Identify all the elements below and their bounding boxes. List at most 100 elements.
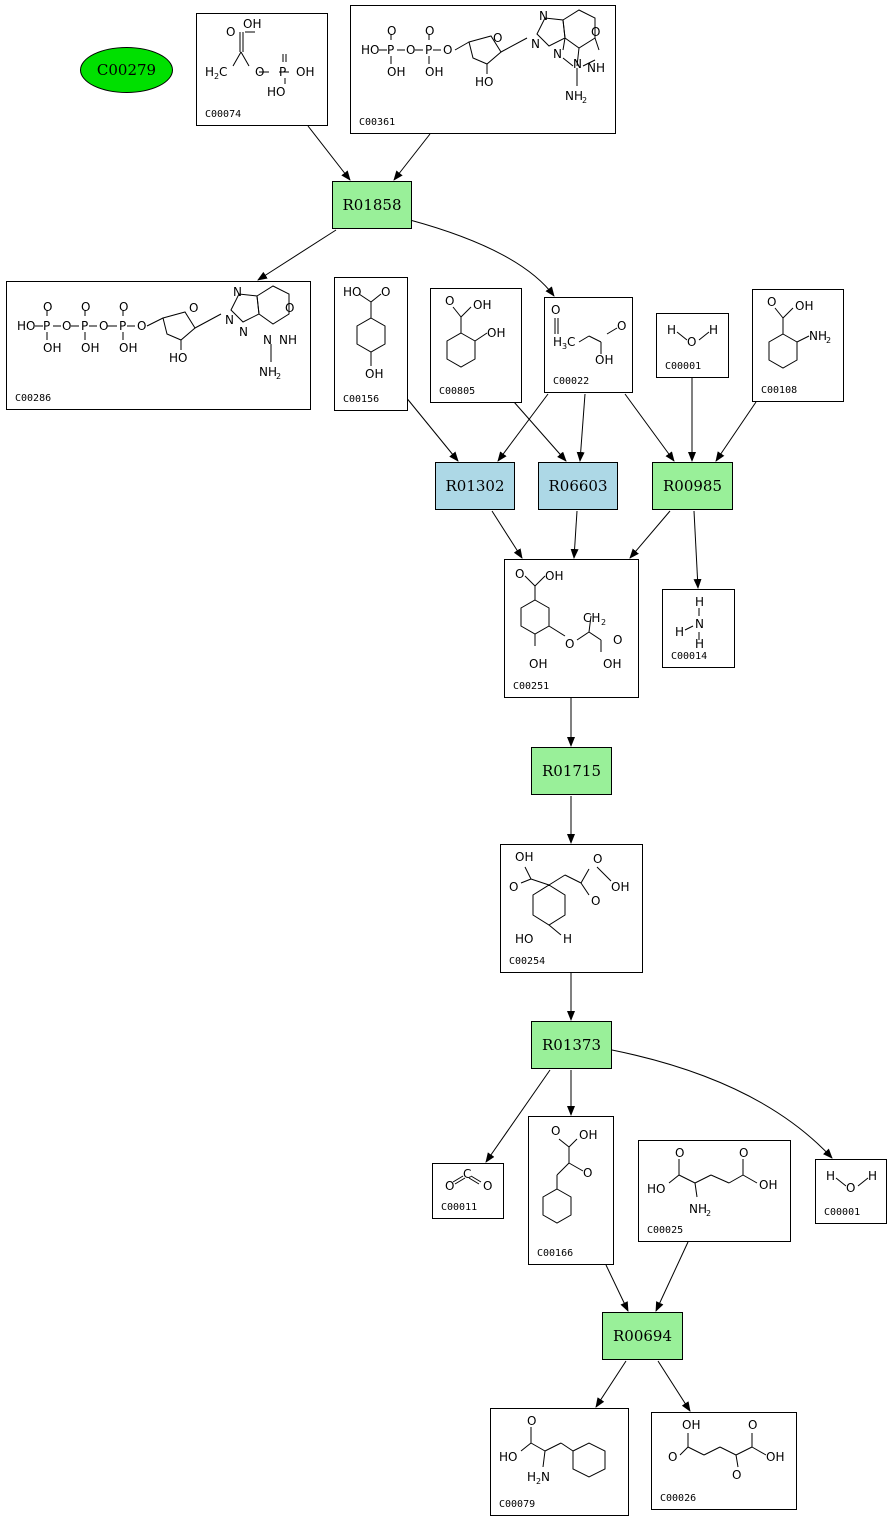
- compound-id: C00361: [359, 117, 396, 128]
- edge-c00022-r06603: [576, 393, 586, 462]
- atom-label: N: [553, 47, 562, 61]
- atom-label: H: [667, 323, 676, 337]
- edge-r00694-c00026: [657, 1360, 691, 1412]
- atom-label: C: [463, 1167, 471, 1181]
- reaction-label: R01858: [342, 196, 402, 214]
- atom-label: OH: [119, 341, 137, 355]
- atom-label: OH: [595, 353, 613, 367]
- atom-label: N: [239, 325, 248, 339]
- atom-label: 2: [536, 1477, 541, 1486]
- atom-label: NH: [587, 61, 605, 75]
- reaction-r01715[interactable]: R01715: [531, 747, 612, 795]
- atom-label: HO: [169, 351, 187, 365]
- structure-c00361: HO P O O OH P O O OH O N N O NH N N NH 2…: [361, 9, 605, 105]
- start-node-ellipse[interactable]: C00279: [80, 47, 173, 93]
- atom-label: OH: [387, 65, 405, 79]
- atom-label: O: [565, 637, 574, 651]
- atom-label: OH: [243, 17, 261, 31]
- atom-label: HO: [343, 285, 361, 299]
- atom-label: O: [613, 633, 622, 647]
- atom-label: O: [846, 1181, 855, 1195]
- reaction-r00694[interactable]: R00694: [602, 1312, 683, 1360]
- compound-c00805[interactable]: O OH OH C00805: [430, 288, 522, 403]
- compound-c00108[interactable]: O OH NH 2 C00108: [752, 289, 844, 402]
- structure-c00014: H H N H: [675, 595, 704, 651]
- reaction-r06603[interactable]: R06603: [538, 462, 618, 510]
- edge-c00074-r01858: [307, 125, 351, 181]
- atom-label: N: [225, 313, 234, 327]
- atom-label: O: [443, 43, 452, 57]
- reaction-r00985[interactable]: R00985: [652, 462, 733, 510]
- atom-label: OH: [603, 657, 621, 671]
- reaction-r01373[interactable]: R01373: [531, 1021, 612, 1069]
- atom-label: P: [119, 319, 126, 333]
- compound-c00011[interactable]: O C O C00011: [432, 1163, 504, 1219]
- compound-c00286[interactable]: HO P O O OH P O O OH P O O OH O N N O NH…: [6, 281, 311, 410]
- structure-c00022: O H 3 C O OH: [551, 303, 626, 367]
- compound-c00251[interactable]: O OH CH 2 O O OH OH C00251: [504, 559, 639, 698]
- compound-id: C00166: [537, 1248, 574, 1259]
- atom-label: H: [675, 625, 684, 639]
- compound-c00014[interactable]: H H N H C00014: [662, 589, 735, 668]
- atom-label: O: [675, 1146, 684, 1160]
- atom-label: OH: [545, 569, 563, 583]
- structure-c00286: HO P O O OH P O O OH P O O OH O N N O NH…: [17, 285, 297, 381]
- compound-c00001-top[interactable]: H O H C00001: [656, 313, 729, 378]
- structure-c00251: O OH CH 2 O O OH OH: [515, 567, 622, 671]
- compound-c00166[interactable]: O OH O C00166: [528, 1116, 614, 1265]
- compound-c00361[interactable]: HO P O O OH P O O OH O N N O NH N N NH 2…: [350, 5, 616, 134]
- edge-c00022-r00985: [624, 393, 675, 462]
- atom-label: OH: [611, 880, 629, 894]
- atom-label: O: [583, 1166, 592, 1180]
- atom-label: P: [279, 65, 286, 79]
- atom-label: N: [539, 9, 548, 23]
- atom-label: O: [617, 319, 626, 333]
- compound-id: C00074: [205, 109, 242, 120]
- reaction-r01858[interactable]: R01858: [332, 181, 412, 229]
- atom-label: O: [119, 300, 128, 314]
- atom-label: H: [826, 1169, 835, 1183]
- structure-c00805: O OH OH: [445, 294, 505, 368]
- atom-label: O: [99, 319, 108, 333]
- atom-label: O: [255, 65, 264, 79]
- atom-label: O: [137, 319, 146, 333]
- atom-label: H: [553, 335, 562, 349]
- structure-c00025: O O HO OH NH 2: [647, 1146, 777, 1218]
- atom-label: HO: [17, 319, 35, 333]
- edge-r01373-c00001: [611, 1049, 833, 1159]
- atom-label: OH: [365, 367, 383, 381]
- atom-label: O: [445, 294, 454, 308]
- atom-label: O: [767, 295, 776, 309]
- reaction-r01302[interactable]: R01302: [435, 462, 515, 510]
- compound-c00022[interactable]: O H 3 C O OH C00022: [544, 297, 633, 393]
- compound-c00254[interactable]: OH O O O OH HO H C00254: [500, 844, 643, 973]
- compound-id: C00014: [671, 651, 708, 662]
- compound-c00074[interactable]: OH O H 2 C O P OH HO C00074: [196, 13, 328, 126]
- compound-id: C00286: [15, 393, 52, 404]
- edge-c00156-r01302: [404, 395, 459, 462]
- atom-label: O: [748, 1418, 757, 1432]
- compound-id: C00026: [660, 1493, 697, 1504]
- atom-label: O: [445, 1179, 454, 1193]
- reaction-label: R01302: [445, 477, 505, 495]
- atom-label: HO: [647, 1182, 665, 1196]
- atom-label: OH: [473, 298, 491, 312]
- compound-c00156[interactable]: HO O OH C00156: [334, 277, 408, 411]
- reaction-label: R00985: [662, 477, 722, 495]
- atom-label: H: [868, 1169, 877, 1183]
- atom-label: N: [531, 37, 540, 51]
- atom-label: O: [515, 567, 524, 581]
- compound-c00025[interactable]: O O HO OH NH 2 C00025: [638, 1140, 791, 1242]
- reaction-label: R01715: [541, 762, 601, 780]
- edge-r01302-c00251: [491, 510, 523, 559]
- atom-label: N: [233, 285, 242, 299]
- structure-c00011: O C O: [445, 1167, 492, 1193]
- atom-label: OH: [81, 341, 99, 355]
- compound-c00026[interactable]: OH O O O OH O C00026: [651, 1412, 797, 1510]
- compound-c00001-bottom[interactable]: H O H C00001: [815, 1159, 887, 1224]
- atom-label: O: [591, 25, 600, 39]
- atom-label: CH: [583, 611, 600, 625]
- compound-c00079[interactable]: O HO H 2 N C00079: [490, 1408, 629, 1516]
- atom-label: OH: [425, 65, 443, 79]
